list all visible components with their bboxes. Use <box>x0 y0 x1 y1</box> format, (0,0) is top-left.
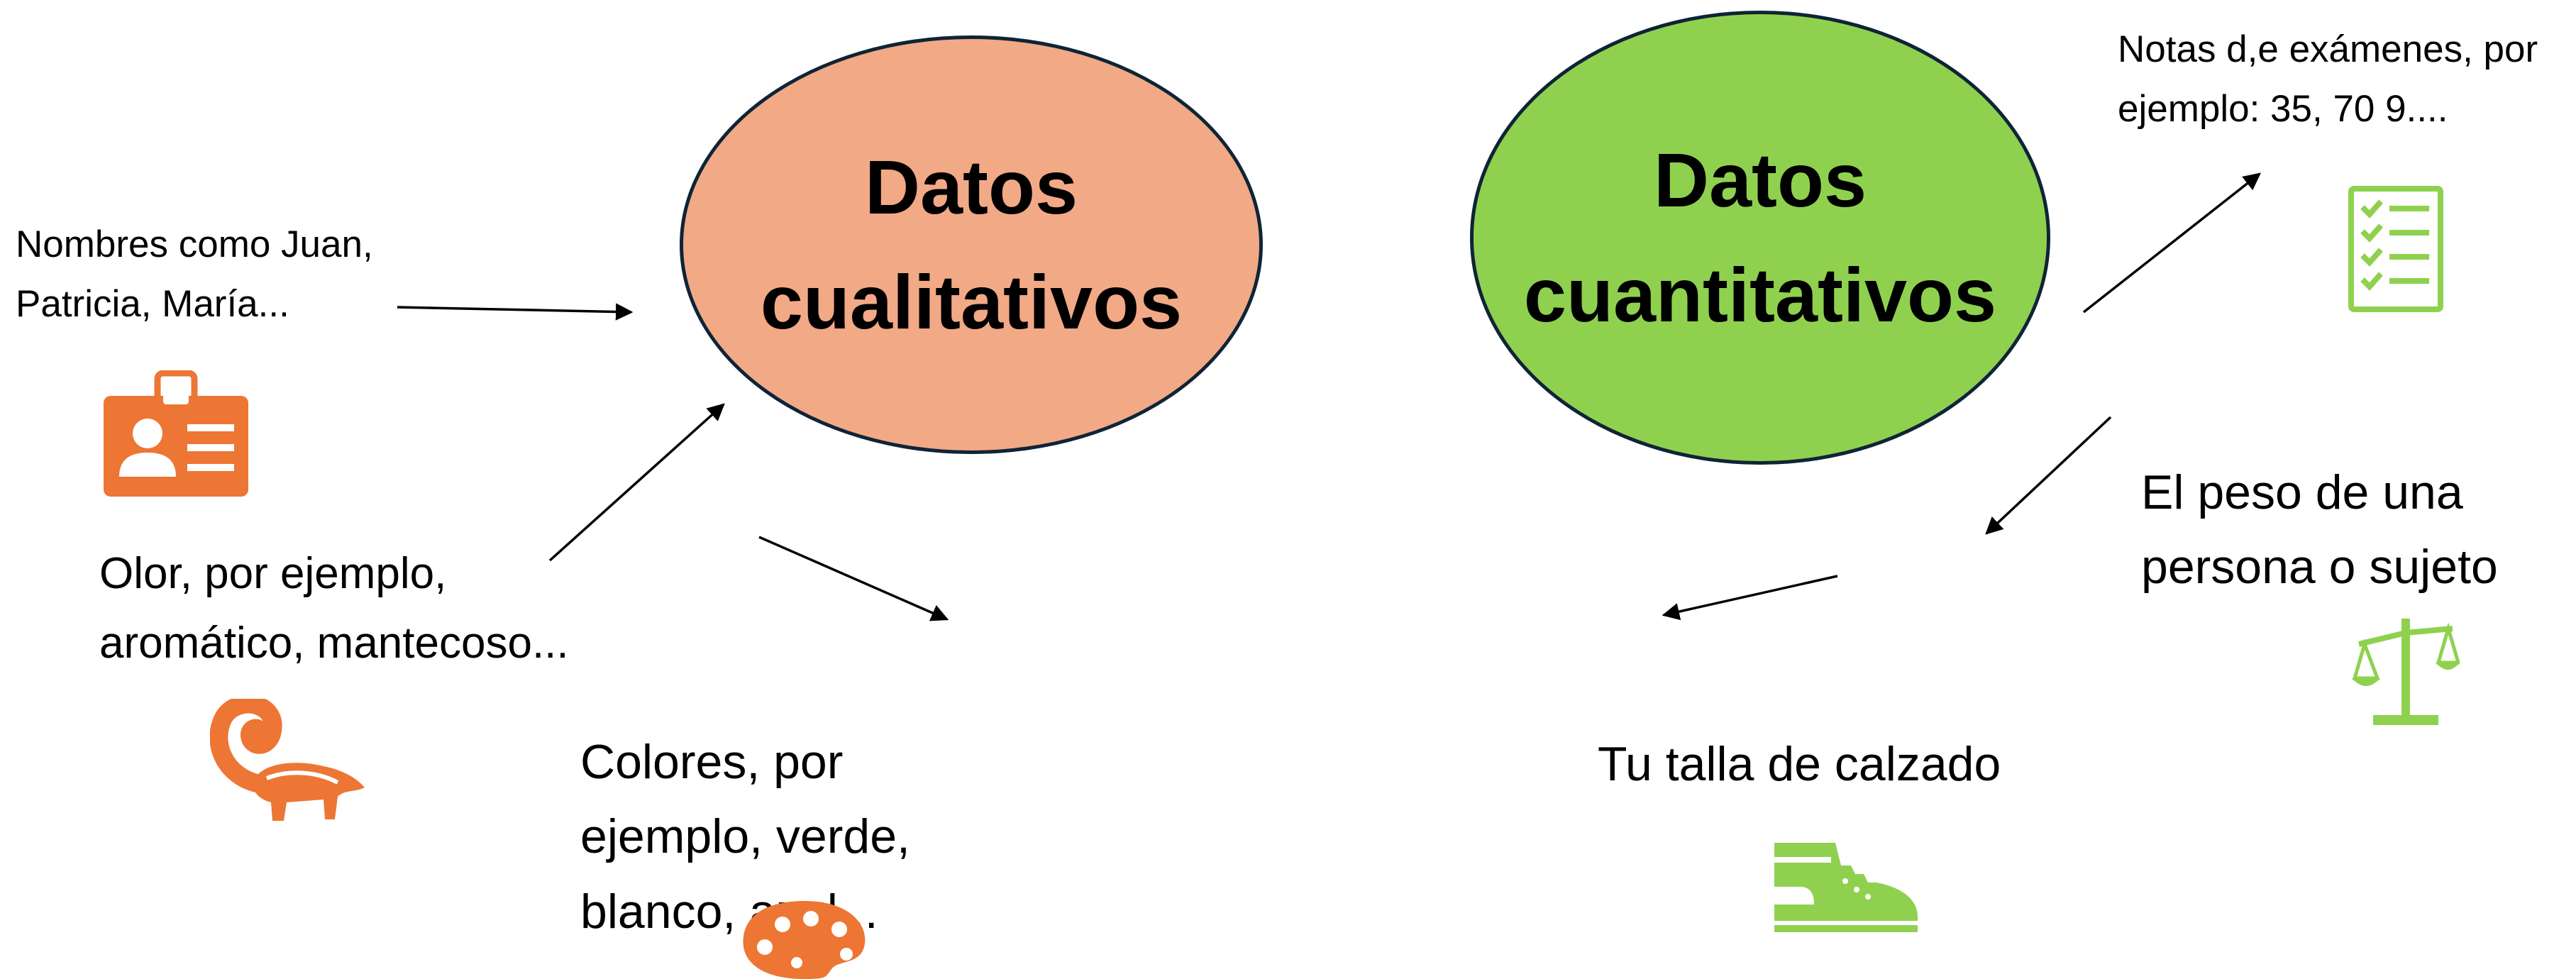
quantitative-data-node: Datos cuantitativos <box>1470 11 2050 465</box>
shoe-example: Tu talla de calzado <box>1598 727 2001 802</box>
grades-example-line1: Notas d,e exámenes, por <box>2118 28 2538 70</box>
colors-example-line1: Colores, por <box>580 735 844 789</box>
weight-example-line2: persona o sujeto <box>2141 540 2498 594</box>
grades-example-line2: ejemplo: 35, 70 9.... <box>2118 87 2448 130</box>
arrow-quantitative-to-grades <box>2082 172 2261 314</box>
qualitative-title-line1: Datos <box>864 144 1078 230</box>
arrow-quantitative-to-weight <box>1985 416 2112 535</box>
quantitative-title-line1: Datos <box>1653 137 1867 223</box>
skunk-icon <box>210 699 365 821</box>
arrow-quantitative-to-shoe <box>1662 575 1838 621</box>
paint-palette-icon <box>743 901 866 979</box>
names-example: Nombres como Juan, Patricia, María... <box>16 215 373 333</box>
smell-example-line1: Olor, por ejemplo, <box>99 549 447 598</box>
arrow-names-to-qualitative <box>397 303 634 321</box>
arrow-smell-to-qualitative <box>548 403 725 562</box>
shoe-example-line: Tu talla de calzado <box>1598 737 2001 791</box>
names-example-line2: Patricia, María... <box>16 282 289 325</box>
arrow-qualitative-to-colors <box>758 536 949 621</box>
weight-example-line1: El peso de una <box>2141 465 2463 519</box>
smell-example: Olor, por ejemplo, aromático, mantecoso.… <box>99 539 569 678</box>
checklist-icon <box>2348 186 2443 312</box>
qualitative-title-line2: cualitativos <box>760 259 1183 345</box>
sneaker-icon <box>1774 843 1918 932</box>
balance-scale-icon <box>2352 619 2460 725</box>
grades-example: Notas d,e exámenes, por ejemplo: 35, 70 … <box>2118 20 2538 138</box>
quantitative-title-line2: cuantitativos <box>1523 252 1997 338</box>
names-example-line1: Nombres como Juan, <box>16 223 373 265</box>
smell-example-line2: aromático, mantecoso... <box>99 618 569 668</box>
colors-example-line2: ejemplo, verde, <box>580 809 910 864</box>
weight-example: El peso de una persona o sujeto <box>2141 455 2498 605</box>
qualitative-data-node: Datos cualitativos <box>680 35 1263 454</box>
id-badge-icon <box>104 370 248 497</box>
